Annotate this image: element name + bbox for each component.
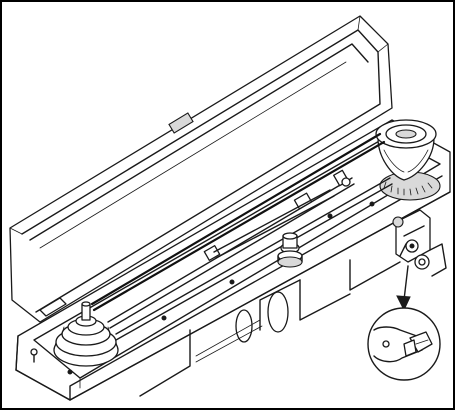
- upper-handwheel-pulley: [375, 119, 441, 201]
- left-bracket: [30, 297, 67, 363]
- thread-guide: [213, 177, 351, 259]
- bobbin-winder: [277, 232, 303, 268]
- callout-arrow: [396, 265, 411, 312]
- drive-belt: [90, 132, 393, 341]
- tension-bracket: [392, 209, 447, 277]
- pulley-gear-teeth: [383, 181, 433, 196]
- shaft-collar: [293, 192, 313, 210]
- machine-underside: [139, 259, 401, 397]
- magnified-detail-inset: [367, 307, 441, 381]
- cover-lid: [9, 15, 393, 323]
- lower-drive-pulley: [53, 301, 119, 367]
- machine-bed: [15, 119, 451, 401]
- lid-latch: [168, 112, 194, 134]
